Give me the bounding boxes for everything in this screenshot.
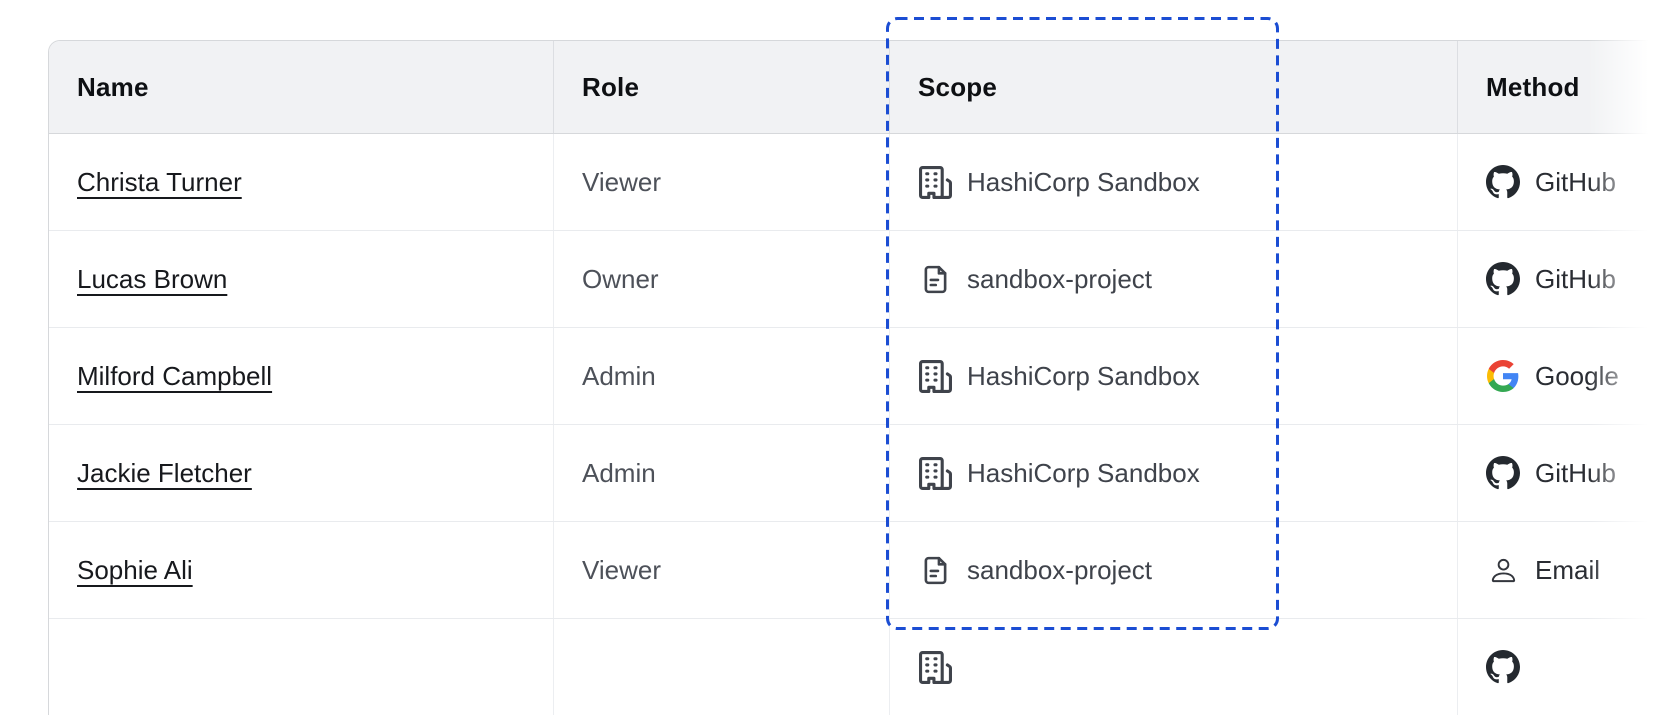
- member-role-cell: Viewer: [553, 522, 889, 618]
- member-role: Viewer: [582, 554, 662, 585]
- member-name-cell: Lucas Brown: [49, 231, 553, 327]
- org-building-icon: [918, 650, 952, 684]
- table-header-row: Name Role Scope Method: [49, 41, 1672, 134]
- member-role-cell: [553, 619, 889, 715]
- member-method-label: Email: [1535, 554, 1601, 585]
- table-row-partial: [49, 619, 1672, 715]
- github-icon: [1486, 165, 1520, 199]
- member-scope-label: sandbox-project: [967, 263, 1152, 294]
- column-header-scope: Scope: [889, 41, 1457, 133]
- file-text-icon: [918, 553, 952, 587]
- column-header-role: Role: [553, 41, 889, 133]
- member-scope-cell: [889, 619, 1457, 715]
- person-icon: [1486, 553, 1520, 587]
- member-scope-label: HashiCorp Sandbox: [967, 360, 1200, 391]
- member-scope-label: HashiCorp Sandbox: [967, 166, 1200, 197]
- member-scope-cell: HashiCorp Sandbox: [889, 425, 1457, 521]
- github-icon: [1486, 262, 1520, 296]
- member-method-cell: GitHub: [1457, 134, 1672, 230]
- file-text-icon: [918, 262, 952, 296]
- member-method-cell: Google: [1457, 328, 1672, 424]
- member-method-label: Google: [1535, 360, 1619, 391]
- table-row: Jackie Fletcher Admin HashiCorp Sandbox Git…: [49, 425, 1672, 522]
- github-icon: [1486, 650, 1520, 684]
- member-name-link[interactable]: Milford Campbell: [77, 360, 273, 391]
- member-method-cell: Email: [1457, 522, 1672, 618]
- table-row: Sophie Ali Viewer sandbox-project Email: [49, 522, 1672, 619]
- member-name-cell: Jackie Fletcher: [49, 425, 553, 521]
- member-name-link[interactable]: Christa Turner: [77, 166, 242, 197]
- member-scope-label: sandbox-project: [967, 554, 1152, 585]
- member-name-link[interactable]: Sophie Ali: [77, 554, 193, 585]
- member-role-cell: Admin: [553, 328, 889, 424]
- member-role: Admin: [582, 457, 656, 488]
- member-scope-cell: HashiCorp Sandbox: [889, 328, 1457, 424]
- member-method-cell: [1457, 619, 1672, 715]
- member-name-link[interactable]: Lucas Brown: [77, 263, 228, 294]
- member-method-label: GitHub: [1535, 457, 1616, 488]
- member-method-cell: GitHub: [1457, 231, 1672, 327]
- member-scope-label: HashiCorp Sandbox: [967, 457, 1200, 488]
- member-role: Admin: [582, 360, 656, 391]
- member-role-cell: Owner: [553, 231, 889, 327]
- member-scope-cell: HashiCorp Sandbox: [889, 134, 1457, 230]
- table-row: Christa Turner Viewer HashiCorp Sandbox Git…: [49, 134, 1672, 231]
- member-method-cell: GitHub: [1457, 425, 1672, 521]
- table-row: Milford Campbell Admin HashiCorp Sandbox Go…: [49, 328, 1672, 425]
- member-scope-cell: sandbox-project: [889, 522, 1457, 618]
- member-role-cell: Admin: [553, 425, 889, 521]
- table-row: Lucas Brown Owner sandbox-project GitHub: [49, 231, 1672, 328]
- member-role: Owner: [582, 263, 659, 294]
- member-name-cell: [49, 619, 553, 715]
- member-name-cell: Milford Campbell: [49, 328, 553, 424]
- column-header-name: Name: [77, 71, 149, 102]
- member-name-cell: Christa Turner: [49, 134, 553, 230]
- member-role-cell: Viewer: [553, 134, 889, 230]
- github-icon: [1486, 456, 1520, 490]
- member-role: Viewer: [582, 166, 662, 197]
- member-name-link[interactable]: Jackie Fletcher: [77, 457, 252, 488]
- member-name-cell: Sophie Ali: [49, 522, 553, 618]
- org-building-icon: [918, 165, 952, 199]
- member-method-label: GitHub: [1535, 166, 1616, 197]
- org-building-icon: [918, 456, 952, 490]
- column-header-method: Method: [1457, 41, 1672, 133]
- member-method-label: GitHub: [1535, 263, 1616, 294]
- member-scope-cell: sandbox-project: [889, 231, 1457, 327]
- google-icon: [1486, 359, 1520, 393]
- org-building-icon: [918, 359, 952, 393]
